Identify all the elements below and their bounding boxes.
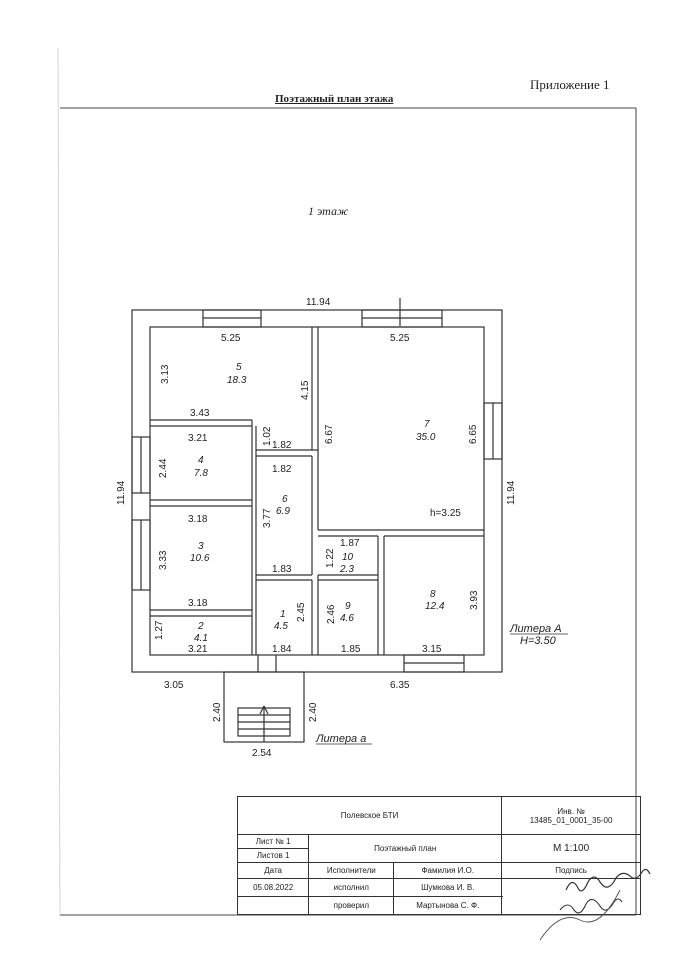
room-7-number: 7 <box>424 419 430 430</box>
scale: М 1:100 <box>501 834 641 863</box>
title-block: Полевское БТИ Инв. № 13485_01_0001_35-00… <box>236 796 641 915</box>
room-5-area: 18.3 <box>227 375 247 386</box>
dim-corridor-w: 1.82 <box>272 440 292 451</box>
dim-overall-depth-right: 11.94 <box>506 480 517 505</box>
inventory-value: 13485_01_0001_35-00 <box>529 815 613 825</box>
dim-r7-l: 6.67 <box>324 424 335 444</box>
litera-a-label: Литера а <box>315 733 366 745</box>
room-8-number: 8 <box>430 589 436 600</box>
dim-r4-h: 2.44 <box>158 458 169 478</box>
dim-r2-h: 1.27 <box>154 620 165 640</box>
dim-r9-h: 2.46 <box>326 604 337 624</box>
dim-top-left: 5.25 <box>221 333 241 344</box>
dim-porch-w: 2.54 <box>252 748 272 759</box>
room-8-area: 12.4 <box>425 601 445 612</box>
room-labels: 5 18.3 7 35.0 4 7.8 6 6.9 3 10.6 10 2.3 … <box>190 362 445 644</box>
dim-r5-w: 3.43 <box>190 408 210 419</box>
appendix-label: Приложение 1 <box>530 77 610 92</box>
document-name: Поэтажный план <box>308 834 503 863</box>
room-6-number: 6 <box>282 494 288 505</box>
room-2-number: 2 <box>197 621 204 632</box>
room-6-area: 6.9 <box>276 506 290 517</box>
room-9-area: 4.6 <box>340 613 354 624</box>
dim-r1-w: 1.83 <box>272 564 292 575</box>
signature-3 <box>539 889 621 941</box>
litera-A-label: Литера А <box>509 623 562 635</box>
document-title: Поэтажный план этажа <box>275 93 394 105</box>
dim-r8-w: 3.15 <box>422 644 442 655</box>
dim-overall-width: 11.94 <box>306 297 331 308</box>
role-checked: проверил <box>308 896 395 915</box>
floor-label: 1 этаж <box>308 204 349 218</box>
dim-r2-w: 3.21 <box>188 644 208 655</box>
room-1-area: 4.5 <box>274 621 288 632</box>
dim-porch-r: 2.40 <box>308 702 319 722</box>
dim-r5-h2: 4.15 <box>300 380 311 400</box>
dim-r7-h: h=3.25 <box>430 508 461 519</box>
dimension-labels: 11.94 5.25 5.25 11.94 11.94 3.13 4.15 3.… <box>116 297 517 759</box>
room-7-area: 35.0 <box>416 432 436 443</box>
dim-r10-w: 1.87 <box>340 538 360 549</box>
dim-r3-w: 3.18 <box>188 514 208 525</box>
dim-porch-l: 2.40 <box>212 702 223 722</box>
dim-bottom-left: 3.05 <box>164 680 184 691</box>
dim-r3-h: 3.33 <box>158 550 169 570</box>
dim-r1-h: 2.45 <box>296 602 307 622</box>
dim-r10-h: 1.22 <box>325 548 336 568</box>
checker-name: Мартынова С. Ф. <box>393 896 503 915</box>
litera-A-height: H=3.50 <box>520 635 557 647</box>
room-5-number: 5 <box>236 362 242 373</box>
organization-name: Полевское БТИ <box>236 796 503 835</box>
dim-r9-w: 1.85 <box>341 644 361 655</box>
inventory-cell: Инв. № 13485_01_0001_35-00 <box>501 796 641 835</box>
signature-2 <box>559 898 623 914</box>
dim-overall-depth-left: 11.94 <box>116 480 127 505</box>
room-2-area: 4.1 <box>194 633 208 644</box>
room-3-area: 10.6 <box>190 553 210 564</box>
dim-r6-w: 1.82 <box>272 464 292 475</box>
dim-top-right: 5.25 <box>390 333 410 344</box>
room-10-area: 2.3 <box>339 564 354 575</box>
room-3-number: 3 <box>198 541 204 552</box>
dim-r5-h: 3.13 <box>160 364 171 384</box>
dim-r7-r: 6.65 <box>468 424 479 444</box>
room-4-number: 4 <box>198 455 204 466</box>
room-10-number: 10 <box>342 552 354 563</box>
room-1-number: 1 <box>280 609 286 620</box>
inventory-label: Инв. № <box>557 806 585 816</box>
dim-r6-h: 3.77 <box>262 508 273 528</box>
dim-r4-w: 3.21 <box>188 433 208 444</box>
dim-r8-h: 3.93 <box>469 590 480 610</box>
dim-bottom-right: 6.35 <box>390 680 410 691</box>
room-4-area: 7.8 <box>194 468 208 479</box>
signature-cell <box>501 878 641 915</box>
dim-r3-w2: 3.18 <box>188 598 208 609</box>
room-9-number: 9 <box>345 601 351 612</box>
dim-corridor-h: 1.02 <box>262 426 273 446</box>
dim-r1-w2: 1.84 <box>272 644 292 655</box>
signature-1 <box>565 868 651 892</box>
